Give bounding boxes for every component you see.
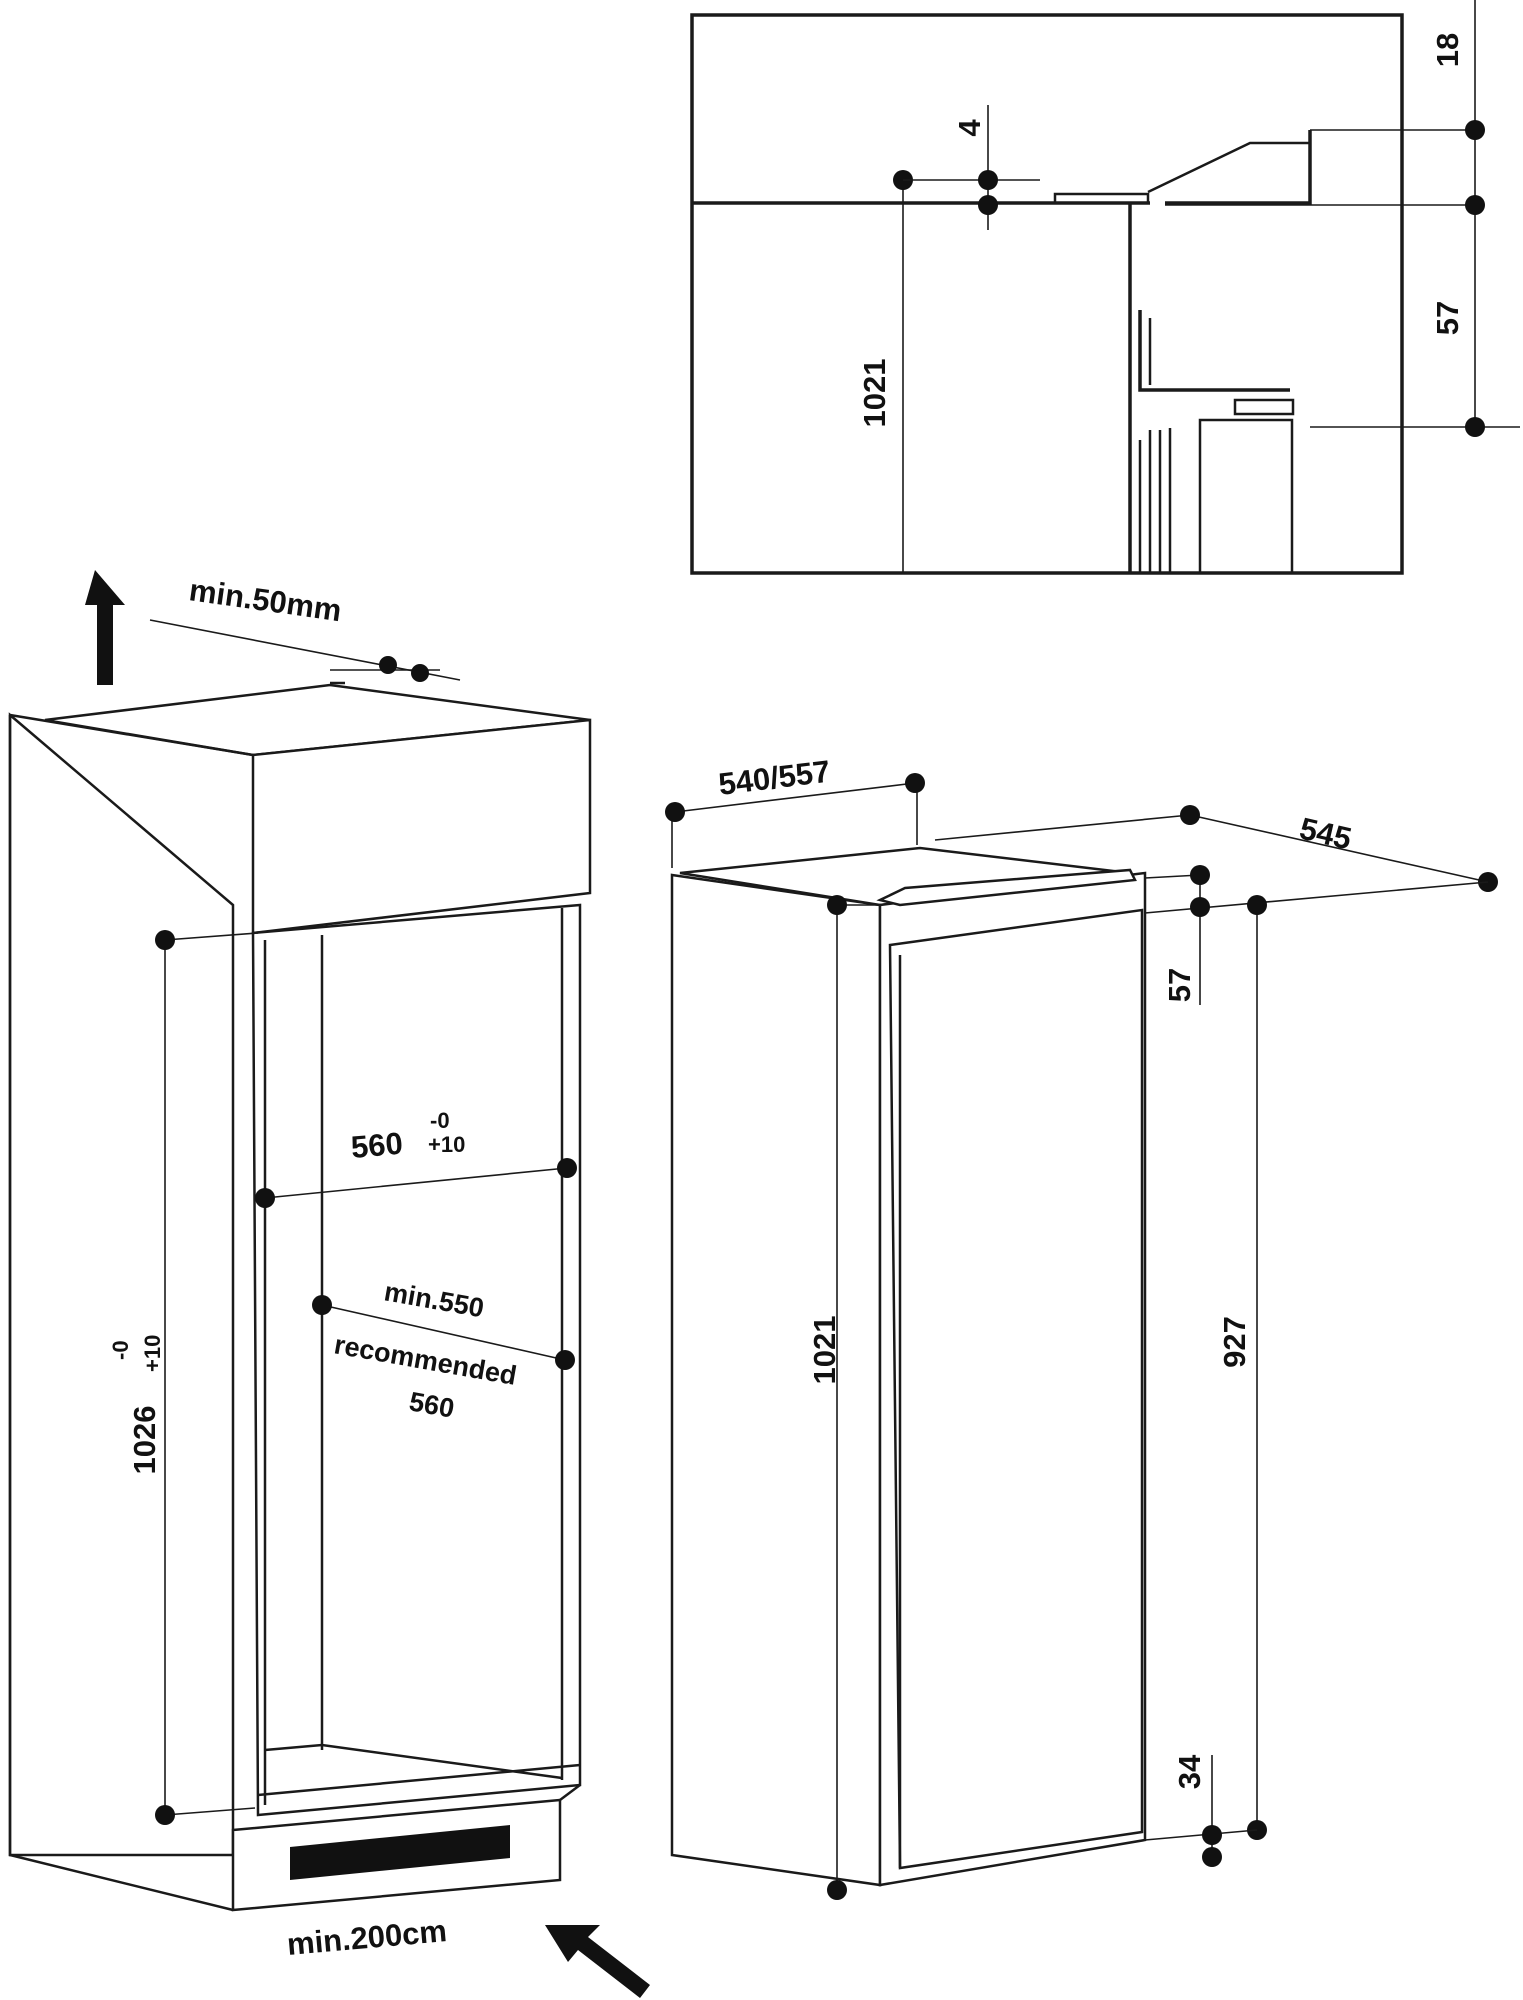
detail-hinge-bracket [1165,130,1312,205]
appliance-offset-bottom-dot-1 [1202,1825,1222,1845]
cabinet-height-dot-1 [155,930,175,950]
detail-frame [690,13,1404,575]
appliance-height-dot-1 [827,895,847,915]
appliance-door-height-label: 927 [1217,1316,1252,1368]
appliance-width-dot-1 [665,802,685,822]
detail-right-dot-3 [1465,417,1485,437]
appliance-offset-dot-2 [1190,897,1210,917]
cabinet-floor-front [257,1763,581,1797]
detail-hinge-ramp [1147,141,1310,194]
detail-gap-label: 4 [952,119,987,137]
appliance-width-dot-2 [905,773,925,793]
cabinet-left-outline [8,715,234,1912]
appliance-offset-bottom-ref [1144,1829,1258,1841]
detail-appliance-cap [1233,398,1295,416]
cabinet-plinth-side [559,1784,581,1801]
cabinet-depth-dot-2 [555,1350,575,1370]
cabinet-top-front [251,718,592,935]
appliance-door [888,908,1144,1870]
detail-gap-dot-bottom [978,195,998,215]
cabinet-vent-slot [290,1825,510,1880]
appliance-height-dot-2 [827,1880,847,1900]
vent-opening-label: min.200cm [286,1913,449,1962]
cabinet-width-tol-plus: +10 [428,1132,465,1157]
detail-side-label: 57 [1430,301,1465,335]
cabinet-width-dot-2 [557,1158,577,1178]
appliance-width-line [674,782,916,813]
appliance-height-label: 1021 [807,1316,842,1385]
detail-height-label: 1021 [857,359,892,428]
appliance-offset-top-label: 57 [1162,968,1197,1002]
clearance-label: min.50mm [187,572,344,628]
cabinet-depth-line [321,1304,566,1361]
clearance-dot-2 [411,664,429,682]
cabinet-side-panel [8,712,235,1857]
appliance-side [670,873,882,1887]
cabinet-height-dot-2 [155,1805,175,1825]
appliance-hinge-cap [876,868,1137,907]
cabinet-width-line [264,1167,568,1199]
cabinet-height-tick-bottom [164,1807,256,1816]
appliance-view: 540/557 545 57 1021 927 34 [665,754,1498,1900]
appliance-depth-tick [934,814,1191,841]
detail-gap-dot-top [978,170,998,190]
cabinet-width-tol-minus: -0 [430,1108,450,1133]
cabinet-width-dot-1 [255,1188,275,1208]
detail-lower-bracket [1138,310,1290,392]
appliance-door-height-dot-1 [1247,895,1267,915]
cabinet-height-tol-minus: -0 [108,1340,133,1360]
detail-right-dot-2 [1465,195,1485,215]
clearance-dot-1 [379,656,397,674]
arrow-diagonal-icon [545,1925,650,1998]
cabinet-depth-dot-1 [312,1295,332,1315]
appliance-offset-bottom-dot-2 [1202,1847,1222,1867]
appliance-depth-line [1189,814,1489,883]
cabinet-floor [264,1743,563,1780]
cabinet-width-label: 560 [350,1126,405,1165]
detail-hinge-plate [1053,192,1150,203]
cabinet-height-label: 1026 [127,1406,162,1475]
detail-right-dot-1 [1465,120,1485,140]
appliance-depth-dot-1 [1180,805,1200,825]
cabinet-height-tol-plus: +10 [140,1335,165,1372]
detail-appliance-block [1198,418,1294,575]
detail-view: 1021 4 18 57 [690,0,1520,575]
appliance-offset-bottom-label: 34 [1172,1754,1207,1789]
cabinet-view: min.50mm 560 -0 +10 min.550 recommended … [8,570,650,1998]
detail-top-label: 18 [1430,33,1465,67]
arrow-up-icon [85,570,125,685]
cabinet-height-tick-top [164,932,259,941]
appliance-offset-dot-1 [1190,865,1210,885]
appliance-depth-label: 545 [1296,811,1354,857]
cabinet-top-edge [9,713,254,757]
